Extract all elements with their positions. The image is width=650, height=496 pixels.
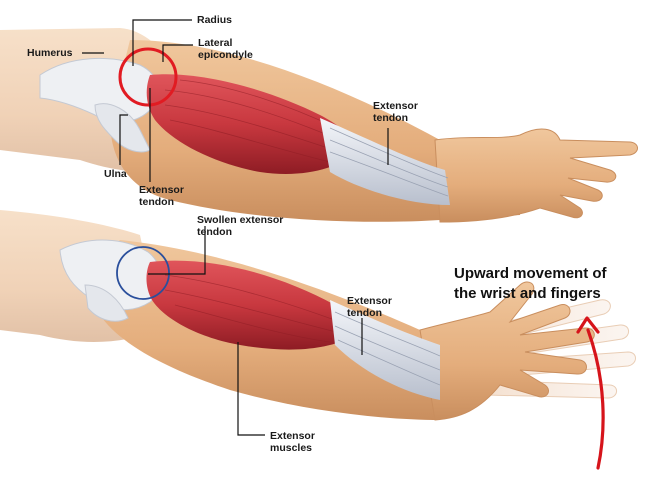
- upward-movement-arrow: [576, 316, 605, 470]
- top-lateral-epicondyle-highlight: [118, 47, 178, 107]
- top-tendon-strands: [329, 127, 449, 197]
- label-humerus: Humerus: [27, 47, 73, 59]
- label-extensor-tendon-top-elbow: Extensor tendon: [139, 184, 184, 208]
- label-extensor-tendon-top-forearm: Extensor tendon: [373, 100, 418, 124]
- label-lateral-epicondyle: Lateral epicondyle: [198, 37, 253, 61]
- leader-extensor-muscles: [237, 342, 265, 436]
- label-ulna: Ulna: [104, 168, 127, 180]
- label-extensor-tendon-top-elbow-line1: Extensor: [139, 184, 184, 196]
- label-swollen-extensor-tendon-line2: tendon: [197, 226, 232, 238]
- bottom-arm: [0, 210, 636, 421]
- label-extensor-tendon-top-forearm-line2: tendon: [373, 112, 408, 124]
- bottom-extensor-tendons: [330, 300, 440, 400]
- top-ulna-bone: [94, 103, 151, 153]
- bottom-hand: [419, 281, 595, 421]
- top-hand: [434, 128, 638, 223]
- label-extensor-tendon-bottom-forearm-line2: tendon: [347, 307, 382, 319]
- bottom-muscle-fibers: [164, 274, 341, 343]
- bottom-humerus-bone: [59, 239, 162, 311]
- label-extensor-tendon-top-elbow-line2: tendon: [139, 196, 174, 208]
- top-extensor-tendons: [320, 118, 450, 205]
- leader-radius: [132, 19, 192, 66]
- label-extensor-tendon-top-forearm-line1: Extensor: [373, 100, 418, 112]
- leader-ulna: [119, 114, 128, 165]
- caption-line1: Upward movement of: [454, 265, 607, 282]
- leader-lines: [82, 19, 389, 436]
- label-extensor-tendon-bottom-forearm-line1: Extensor: [347, 295, 392, 307]
- leader-lateral-epicondyle: [162, 44, 193, 62]
- label-extensor-muscles: Extensor muscles: [270, 430, 315, 454]
- label-swollen-extensor-tendon-line1: Swollen extensor: [197, 214, 284, 226]
- caption-upward-movement: Upward movement of the wrist and fingers: [454, 264, 607, 304]
- label-extensor-muscles-line2: muscles: [270, 442, 313, 454]
- leader-swollen-tendon: [148, 226, 206, 275]
- swollen-tendon-highlight: [116, 246, 170, 300]
- label-extensor-tendon-bottom-forearm: Extensor tendon: [347, 295, 392, 319]
- bottom-ulna-bone: [84, 284, 129, 322]
- top-arm: [0, 28, 638, 223]
- caption-line2: the wrist and fingers: [454, 285, 601, 302]
- label-radius: Radius: [197, 14, 233, 26]
- label-swollen-extensor-tendon: Swollen extensor tendon: [197, 214, 283, 238]
- label-lateral-epicondyle-line2: epicondyle: [198, 49, 253, 61]
- label-extensor-muscles-line1: Extensor: [270, 430, 315, 442]
- bottom-tendon-strands: [334, 311, 441, 386]
- bottom-extensor-muscle: [146, 260, 355, 350]
- label-lateral-epicondyle-line1: Lateral: [198, 37, 233, 49]
